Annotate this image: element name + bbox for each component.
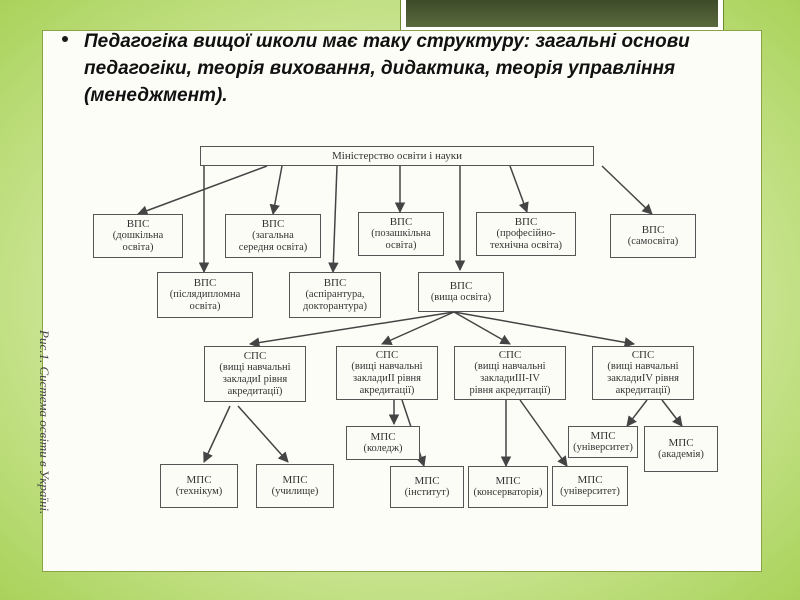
node-title: МПС: [282, 474, 308, 486]
node-vps-samosvita: ВПС (самосвіта): [610, 214, 696, 258]
edge-sps4-mps-universytet: [626, 399, 648, 427]
node-subtitle: акредитації): [615, 385, 671, 396]
edge-row2-row3-2: [381, 311, 455, 345]
edge-sps1-mps-uchylyshche: [237, 405, 289, 463]
node-title: ВПС: [261, 218, 285, 230]
edge-root-row1-4: [509, 165, 529, 213]
node-subtitle: закладиІV рівня: [607, 373, 679, 384]
node-subtitle: докторантура): [303, 301, 367, 312]
edge-sps1-mps-tekhnikum: [203, 405, 231, 463]
node-subtitle: (аспірантура,: [305, 289, 365, 300]
edge-root-row1-2: [269, 165, 283, 216]
node-vps-zahalna-serednia: ВПС (загальна середня освіта): [225, 214, 321, 258]
node-title: СПС: [243, 350, 267, 362]
node-vps-pozashkilna: ВПС (позашкільна освіта): [358, 212, 444, 256]
node-subtitle: (вища освіта): [430, 292, 492, 303]
node-vps-doshkilna: ВПС (дошкільна освіта): [93, 214, 183, 258]
node-title: СПС: [375, 349, 399, 361]
node-title: МПС: [370, 431, 396, 443]
edge-root-row2-2: [328, 165, 339, 274]
edge-row2-row3-3: [453, 311, 511, 345]
node-subtitle: (дошкільна: [112, 230, 164, 241]
node-subtitle: (післядипломна: [169, 289, 241, 300]
node-subtitle: (коледж): [363, 443, 403, 454]
node-subtitle: (училище): [271, 486, 319, 497]
node-vps-vyshcha-osvita: ВПС (вища освіта): [418, 272, 504, 312]
node-subtitle: технічна освіта): [489, 240, 562, 251]
node-title: МПС: [668, 437, 694, 449]
node-sps-ii-rivnia: СПС (вищі навчальні закладиІІ рівня акре…: [336, 346, 438, 400]
node-title: МПС: [495, 475, 521, 487]
edge-root-row1-1: [137, 165, 268, 216]
node-subtitle: (загальна: [252, 230, 294, 241]
node-mps-tekhnikum: МПС (технікум): [160, 464, 238, 508]
node-subtitle: середня освіта): [238, 242, 308, 253]
node-subtitle: закладиІ рівня: [222, 374, 288, 385]
node-mps-uchylyshche: МПС (училище): [256, 464, 334, 508]
node-title: СПС: [498, 349, 522, 361]
node-sps-i-rivnia: СПС (вищі навчальні закладиІ рівня акред…: [204, 346, 306, 402]
node-subtitle: (інститут): [404, 487, 450, 498]
node-title: ВПС: [389, 216, 413, 228]
node-subtitle: (консерваторія): [473, 487, 543, 498]
node-subtitle: закладиІІІ-ІV: [480, 373, 540, 384]
edge-root-row1-5: [601, 165, 653, 215]
node-sps-iv-rivnia: СПС (вищі навчальні закладиІV рівня акре…: [592, 346, 694, 400]
title-placeholder-fill: [406, 0, 718, 27]
node-subtitle: закладиІІ рівня: [353, 373, 421, 384]
node-subtitle: (університет): [573, 442, 633, 453]
node-subtitle: (технікум): [175, 486, 223, 497]
node-subtitle: (професійно-: [496, 228, 556, 239]
node-title: МПС: [590, 430, 616, 442]
node-title: ВПС: [126, 218, 150, 230]
node-subtitle: акредитації): [227, 386, 283, 397]
node-ministry: Міністерство освіти і науки: [200, 146, 594, 166]
node-mps-universytet-bottom: МПС (університет): [552, 466, 628, 506]
node-subtitle: (вищі навчальні: [351, 361, 423, 372]
edge-row2-row3-1: [248, 311, 455, 348]
node-subtitle: (вищі навчальні: [219, 362, 291, 373]
node-title: ВПС: [193, 277, 217, 289]
bullet-text: Педагогіка вищої школи має таку структур…: [84, 31, 690, 106]
node-title: МПС: [577, 474, 603, 486]
node-subtitle: (університет): [560, 486, 620, 497]
edge-sps3-mps-universytet: [519, 399, 568, 467]
node-title: ВПС: [323, 277, 347, 289]
edge-row2-row3-4: [453, 311, 636, 348]
edge-sps4-mps-akademiia: [661, 399, 683, 427]
node-title: МПС: [186, 474, 212, 486]
node-sps-iii-iv-rivnia: СПС (вищі навчальні закладиІІІ-ІV рівня …: [454, 346, 566, 400]
node-subtitle: освіта): [122, 242, 154, 253]
node-title: ВПС: [641, 224, 665, 236]
node-title: ВПС: [449, 280, 473, 292]
node-subtitle: рівня акредитації): [469, 385, 551, 396]
node-title: ВПС: [514, 216, 538, 228]
node-vps-profesiino-tekhnichna: ВПС (професійно- технічна освіта): [476, 212, 576, 256]
node-ministry-title: Міністерство освіти і науки: [331, 150, 462, 162]
node-mps-akademiia: МПС (академія): [644, 426, 718, 472]
node-title: СПС: [631, 349, 655, 361]
node-subtitle: освіта): [189, 301, 221, 312]
bullet-dot-icon: [62, 36, 68, 42]
node-subtitle: освіта): [385, 240, 417, 251]
node-mps-universytet-top: МПС (університет): [568, 426, 638, 458]
node-subtitle: (вищі навчальні: [607, 361, 679, 372]
node-subtitle: (самосвіта): [627, 236, 679, 247]
node-mps-konservatoriia: МПС (консерваторія): [468, 466, 548, 508]
node-subtitle: (вищі навчальні: [474, 361, 546, 372]
node-subtitle: акредитації): [359, 385, 415, 396]
title-placeholder-box: [400, 0, 724, 33]
node-title: МПС: [414, 475, 440, 487]
diagram-arrows: [137, 165, 683, 468]
node-mps-koledzh: МПС (коледж): [346, 426, 420, 460]
node-subtitle: (позашкільна: [371, 228, 431, 239]
node-vps-aspirantura: ВПС (аспірантура, докторантура): [289, 272, 381, 318]
node-vps-pisliadyplomna: ВПС (післядипломна освіта): [157, 272, 253, 318]
node-subtitle: (академія): [658, 449, 704, 460]
node-mps-instytut: МПС (інститут): [390, 466, 464, 508]
